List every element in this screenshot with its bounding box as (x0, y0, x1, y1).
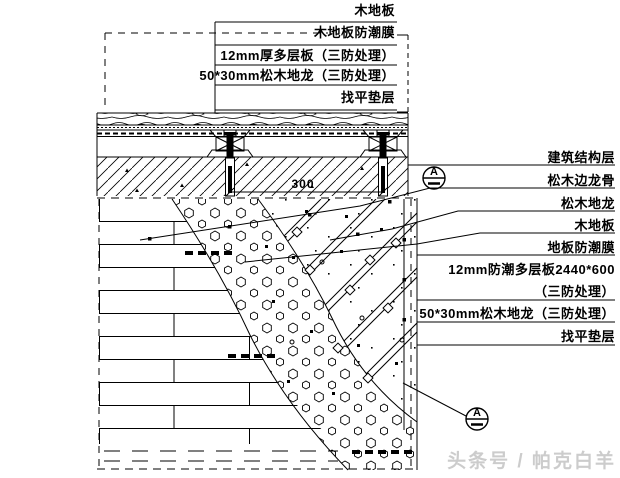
hidden-joist-segments (185, 251, 417, 454)
concrete-structure-layer (97, 157, 408, 196)
callout-triple-protection: （三防处理） (533, 284, 615, 299)
callout-building-structure: 建筑结构层 (547, 150, 615, 165)
plan-wood-planks (99, 199, 340, 444)
board-edge-curve (257, 198, 418, 423)
callout-plywood-12mm: 12mm厚多层板（三防处理） (220, 48, 395, 63)
leader-lines (139, 164, 615, 346)
membrane-edge-curve (171, 198, 349, 471)
callout-pine-joist-50x30: 50*30mm松木地龙（三防处理） (199, 68, 395, 83)
plan-plywood-board (258, 199, 417, 422)
dimension-300: 300 (291, 177, 315, 191)
callout-leveling-layer-plan: 找平垫层 (560, 329, 615, 344)
callout-floor-moisture-film-plan: 地板防潮膜 (547, 240, 615, 255)
callout-floor-moisture-film: 木地板防潮膜 (313, 25, 395, 40)
callout-wood-floor-top: 木地板 (354, 3, 395, 18)
callout-wood-floor-plan: 木地板 (574, 218, 615, 233)
watermark: 头条号 / 帕克白羊 (447, 451, 616, 472)
callout-leveling-layer-top: 找平垫层 (340, 90, 395, 105)
leveling-layer-dashes (104, 450, 338, 462)
section-view (96, 112, 409, 196)
callout-pine-edge-joist: 松木边龙骨 (547, 173, 615, 188)
callout-pine-joist-plan: 50*30mm松木地龙（三防处理） (419, 306, 615, 321)
detail-callout-icon (422, 166, 446, 190)
plan-moisture-membrane (172, 199, 417, 470)
detail-marker-letter: A (430, 166, 438, 178)
joist-anchor-assembly (359, 129, 407, 197)
plan-view (97, 197, 418, 471)
dimension-line (225, 187, 388, 197)
callout-moistureproof-plywood: 12mm防潮多层板2440*600 (448, 262, 615, 277)
detail-callout-icon (402, 382, 489, 431)
detail-marker-letter: A (473, 407, 481, 419)
top-callout-box (104, 21, 409, 113)
wood-floor-layer (97, 113, 408, 125)
joist-anchor-assembly (206, 129, 254, 197)
callout-pine-floor-joist: 松木地龙 (560, 196, 615, 211)
